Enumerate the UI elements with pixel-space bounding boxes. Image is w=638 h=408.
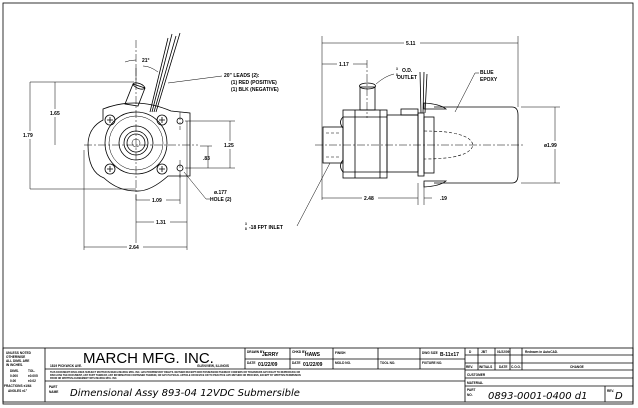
tol-row-dims: 0.000 [10, 374, 18, 378]
part-number: 0893-0001-0400 d1 [488, 391, 587, 402]
chkd-date-label: DATE [292, 361, 300, 365]
dim-body-length: 2.48 [364, 196, 374, 202]
part-name-label: NAME [49, 390, 58, 394]
initials-cell: JBT [481, 350, 487, 354]
leads-note-line-3: (1) BLK (NEGATIVE) [231, 87, 279, 93]
pump-housing-outline [87, 102, 191, 192]
finish-label: FINISH [335, 351, 346, 355]
notice-line-1: THIS DOCUMENT DISCLOSES SUBJECT MATTER I… [50, 371, 300, 374]
drawn-by: JERRY [262, 352, 279, 358]
tol-note-1: UNLESS NOTED [6, 351, 32, 355]
change-header: CHANGE [570, 365, 584, 369]
dim-hole-offset: .83 [203, 156, 210, 162]
revision-row: D JBT 01/22/09 Redrawn in AutoCAD. [469, 350, 558, 354]
angles-tol: ANGLES ±1° [8, 389, 28, 393]
tol-header-dims: DIMS. [10, 369, 19, 373]
hole-note-line-1: ø.177 [214, 190, 227, 196]
dim-center-height: 1.65 [50, 111, 60, 117]
outlet-tube [359, 86, 376, 111]
dim-overall-width: 2.64 [129, 245, 139, 251]
tol-header-tol: TOL. [28, 369, 35, 373]
dim-hole-spacing: 1.25 [224, 143, 234, 149]
chkd-by: HAWS [305, 352, 321, 358]
change-cell: Redrawn in AutoCAD. [525, 350, 558, 354]
side-view: 5.11 1.17 3 8 O.D. OUTLET BLUE EPOXY ø1.… [315, 36, 565, 205]
front-view: 21° 20" LEADS (2): (1) RED (POSITIVE) (1… [22, 32, 331, 251]
drawn-date: 01/22/09 [258, 362, 278, 368]
drawn-date-label: DATE [247, 361, 255, 365]
outlet-note-line-2: OUTLET [397, 75, 417, 81]
chkd-date: 01/22/09 [303, 362, 323, 368]
outlet-fraction-num: 3 [396, 67, 398, 71]
part-name-label: PART [49, 385, 57, 389]
chkd-by-label: CHKD BY [292, 350, 307, 354]
drawn-by-label: DRAWN BY [247, 350, 265, 354]
part-no-label: PART [467, 388, 475, 392]
dim-flange: .19 [440, 196, 447, 202]
company-city: GLENVIEW, ILLINOIS [197, 364, 229, 368]
notice-line-3: FROM OR WRITTEN AGREEMENT WITH MARCH MFG… [50, 377, 117, 380]
epoxy-note-line-2: EPOXY [480, 77, 498, 83]
part-name: Dimensional Assy 893-04 12VDC Submersibl… [70, 388, 300, 399]
customer-label: CUSTOMER [467, 373, 486, 377]
date-cell: 01/22/09 [497, 350, 510, 354]
rev-header: REV. [466, 365, 473, 369]
revision-letter: D [615, 391, 623, 402]
company-address: 1819 PICKWICK AVE. [50, 364, 82, 368]
motor-body [386, 114, 419, 173]
outlet-note-line-1: O.D. [402, 68, 413, 74]
rev-label: REV. [607, 389, 614, 393]
flange [417, 112, 425, 177]
dwg-size-label: DWG SIZE [422, 351, 438, 355]
outlet-fraction-den: 8 [396, 73, 398, 77]
inlet-note: -18 FPT INLET [249, 225, 283, 231]
mold-label: MOLD NO. [335, 361, 351, 365]
notice-line-2: DISCLOSE THE DOCUMENT, ANY PART THEREOF,… [50, 374, 301, 377]
screw-icon [104, 114, 168, 175]
tol-row-tol: ±0.005 [28, 374, 38, 378]
inlet-fraction-den: 8 [245, 227, 247, 231]
epoxy-note-line-1: BLUE [480, 70, 494, 76]
coo-header: C.O.O. [511, 365, 521, 369]
date-header: DATE [499, 365, 507, 369]
sheet-border [2, 2, 634, 405]
dim-overall-height: 1.79 [23, 133, 33, 139]
lead-wires [149, 32, 181, 113]
dwg-size: B-11x17 [440, 352, 459, 358]
dim-hole-x: 1.09 [152, 198, 162, 204]
material-label: MATERIAL [467, 381, 483, 385]
tol-note-3: ALL DIMS. ARE [6, 359, 29, 363]
title-block: UNLESS NOTED OTHERWISE ALL DIMS. ARE IN … [2, 347, 634, 403]
company-name: MARCH MFG. INC. [83, 350, 214, 367]
tol-note-2: OTHERWISE [6, 355, 25, 359]
inlet-fraction-num: 3 [245, 222, 247, 226]
fixture-label: FIXTURE NO. [422, 361, 442, 365]
dim-diameter: ø1.99 [544, 143, 557, 149]
fractions-tol: FRACTIONS ±1/64 [4, 384, 32, 388]
tol-row-tol: ±0.02 [28, 379, 36, 383]
part-no-label: NO. [467, 393, 473, 397]
dim-tab-x: 1.31 [156, 220, 166, 226]
dim-outlet-position: 1.17 [339, 62, 349, 68]
leads-note-line-2: (1) RED (POSITIVE) [231, 80, 277, 86]
initials-header: INITIALS [479, 365, 492, 369]
hole-note-line-2: HOLE (2) [210, 197, 232, 203]
dim-overall-length: 5.11 [406, 41, 416, 47]
leads-note-line-1: 20" LEADS (2): [224, 73, 260, 79]
tool-label: TOOL NO. [380, 361, 395, 365]
dim-angle: 21° [142, 58, 150, 64]
tol-note-4: IN INCHES. [6, 363, 23, 367]
tol-row-dims: 0.00 [10, 379, 16, 383]
rev-cell: D [469, 350, 472, 354]
